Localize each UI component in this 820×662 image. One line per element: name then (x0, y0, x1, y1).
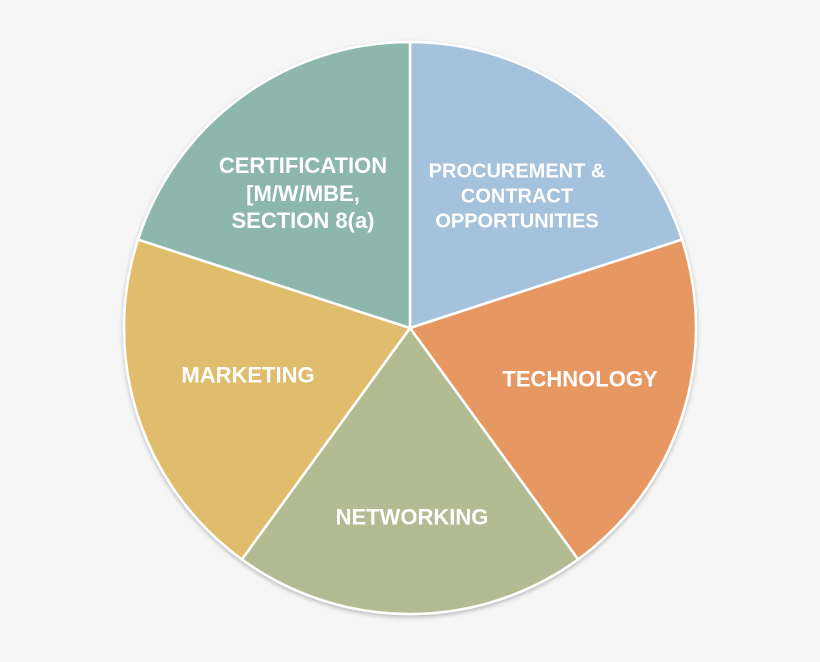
pie-outline (123, 41, 697, 615)
slice-label-procurement: PROCUREMENT & CONTRACT OPPORTUNITIES (428, 160, 606, 233)
slice-label-marketing: MARKETING (181, 362, 315, 388)
slice-label-technology: TECHNOLOGY (502, 366, 658, 392)
slice-label-certification: CERTIFICATION [M/W/MBE, SECTION 8(a) (218, 152, 388, 233)
slice-label-networking: NETWORKING (335, 504, 489, 530)
